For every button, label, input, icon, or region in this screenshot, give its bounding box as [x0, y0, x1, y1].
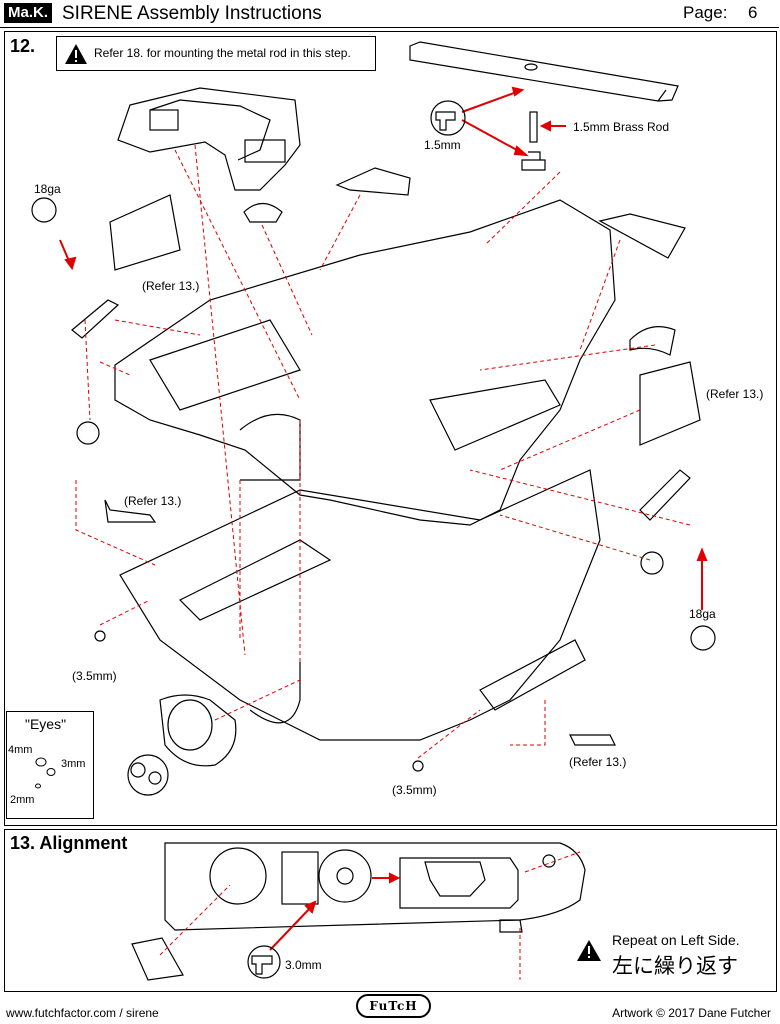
- drill-icon-step12: [430, 100, 466, 136]
- eyes-cluster: [127, 754, 169, 796]
- bolt-size-label-b: (3.5mm): [392, 783, 437, 797]
- alignment-hull-side: [164, 842, 586, 931]
- hatch-part: [243, 202, 283, 223]
- bolt-right: [412, 760, 424, 772]
- drill-size-label: 1.5mm: [424, 138, 461, 152]
- eyes-title: "Eyes": [25, 716, 67, 732]
- side-panel-right: [639, 361, 701, 446]
- side-panel-outline: [399, 857, 519, 909]
- spool-right: [690, 625, 716, 651]
- step-13-drill-size: 3.0mm: [285, 958, 322, 972]
- wire-gauge-left-label: 18ga: [34, 182, 61, 196]
- fender-right: [629, 326, 676, 356]
- handle-right: [639, 469, 691, 521]
- step-12-note: Refer 18. for mounting the metal rod in …: [56, 36, 376, 71]
- refer-13-label-a: (Refer 13.): [142, 279, 200, 293]
- brass-rod: [529, 111, 538, 143]
- step-13-title: 13. Alignment: [10, 833, 128, 853]
- eyes-size-3mm: 3mm: [61, 758, 86, 770]
- drill-icon-step13: [247, 945, 281, 979]
- rear-step: [499, 919, 523, 933]
- repeat-note-jp: 左に繰り返す: [612, 954, 738, 978]
- step-13-panel: [4, 829, 777, 992]
- turret-part: [117, 87, 301, 191]
- page-label: Page:: [683, 3, 728, 22]
- step-12-note-text: Refer 18. for mounting the metal rod in …: [94, 46, 351, 60]
- handle-left: [71, 299, 120, 339]
- repeat-note: Repeat on Left Side.: [612, 932, 740, 948]
- loose-plate: [131, 937, 184, 981]
- brass-rod-label: 1.5mm Brass Rod: [573, 120, 670, 134]
- top-bar-part: [409, 41, 679, 102]
- vent-part-right: [598, 213, 686, 259]
- step-12-panel: [4, 31, 777, 826]
- step-right: [569, 734, 616, 746]
- refer-13-label-d: (Refer 13.): [569, 755, 627, 769]
- grommet-right: [640, 551, 664, 575]
- headlight-part: [159, 694, 237, 767]
- grille-panel: [281, 851, 319, 905]
- vent-part-upper: [335, 167, 411, 196]
- warning-icon: [65, 44, 87, 64]
- bolt-size-label-a: (3.5mm): [72, 669, 117, 683]
- footer-credit: Artwork © 2017 Dane Futcher: [612, 1006, 771, 1020]
- warning-icon-step13: [577, 940, 601, 961]
- bolt-left: [94, 630, 106, 642]
- footer-url[interactable]: www.futchfactor.com / sirene: [6, 1006, 159, 1020]
- hull-lower: [119, 469, 601, 741]
- eyes-diagram: [35, 757, 56, 789]
- side-panel-left: [109, 194, 181, 271]
- wire-gauge-right-label: 18ga: [689, 607, 716, 621]
- eyes-size-2mm: 2mm: [10, 794, 35, 806]
- header-bar: Ma.K. SIRENE Assembly Instructions Page:…: [0, 0, 779, 28]
- brand-logo: Ma.K.: [4, 3, 53, 23]
- futch-logo: FuTcH: [356, 994, 431, 1018]
- eyes-size-4mm: 4mm: [8, 744, 33, 756]
- spool-left: [31, 197, 57, 223]
- step-left: [104, 499, 157, 523]
- refer-13-label-b: (Refer 13.): [706, 387, 764, 401]
- refer-13-label-c: (Refer 13.): [124, 494, 182, 508]
- step-12-number: 12.: [10, 36, 36, 56]
- document-title: SIRENE Assembly Instructions: [62, 3, 322, 24]
- page-number: 6: [748, 3, 758, 22]
- round-plate: [318, 849, 372, 903]
- eyes-inset: "Eyes" 4mm 3mm 2mm: [6, 711, 94, 819]
- headlight-recess: [209, 847, 267, 905]
- hull-upper: [114, 199, 616, 526]
- rod-base: [521, 151, 546, 171]
- grommet-left: [76, 421, 100, 445]
